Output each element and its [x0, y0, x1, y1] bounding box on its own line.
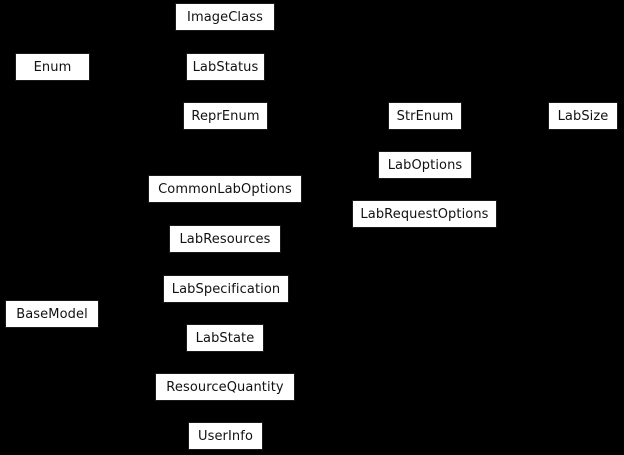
class-node-user-info[interactable]: UserInfo — [188, 422, 263, 450]
class-node-lab-size[interactable]: LabSize — [548, 102, 618, 130]
class-node-str-enum[interactable]: StrEnum — [388, 102, 462, 130]
class-node-label: Enum — [33, 59, 72, 75]
class-node-label: UserInfo — [197, 428, 254, 444]
inheritance-edge — [301, 164, 379, 190]
inheritance-edge — [98, 313, 187, 339]
class-node-label: LabSpecification — [171, 281, 281, 297]
class-node-lab-resources[interactable]: LabResources — [169, 225, 281, 253]
class-node-label: LabRequestOptions — [360, 206, 489, 222]
inheritance-edge — [89, 16, 176, 68]
class-node-label: LabOptions — [387, 157, 463, 173]
class-node-label: LabState — [195, 330, 255, 346]
inheritance-edge — [301, 188, 353, 215]
class-node-base-model[interactable]: BaseModel — [5, 300, 99, 328]
class-node-label: LabSize — [557, 108, 609, 124]
inheritance-edge — [98, 188, 149, 315]
class-node-lab-request-options[interactable]: LabRequestOptions — [352, 200, 497, 228]
class-node-resource-quantity[interactable]: ResourceQuantity — [155, 373, 295, 401]
class-node-enum[interactable]: Enum — [15, 53, 90, 81]
class-node-label: CommonLabOptions — [158, 181, 292, 197]
inheritance-edge — [98, 238, 170, 315]
class-node-lab-status[interactable]: LabStatus — [186, 53, 265, 81]
class-node-image-class[interactable]: ImageClass — [175, 3, 275, 31]
class-node-label: ImageClass — [187, 9, 263, 25]
class-node-label: ResourceQuantity — [166, 379, 284, 395]
class-node-lab-specification[interactable]: LabSpecification — [163, 275, 289, 303]
class-node-common-lab-options[interactable]: CommonLabOptions — [148, 175, 302, 203]
class-node-lab-state[interactable]: LabState — [186, 324, 264, 352]
class-node-repr-enum[interactable]: ReprEnum — [183, 102, 268, 130]
inheritance-edge — [98, 313, 156, 388]
class-node-label: LabStatus — [192, 59, 259, 75]
inheritance-edge — [89, 66, 184, 117]
class-node-label: ReprEnum — [191, 108, 260, 124]
inheritance-edge — [98, 288, 164, 315]
class-node-label: BaseModel — [16, 306, 88, 322]
class-node-label: StrEnum — [396, 108, 454, 124]
class-node-label: LabResources — [179, 231, 271, 247]
class-node-lab-options[interactable]: LabOptions — [378, 151, 472, 179]
